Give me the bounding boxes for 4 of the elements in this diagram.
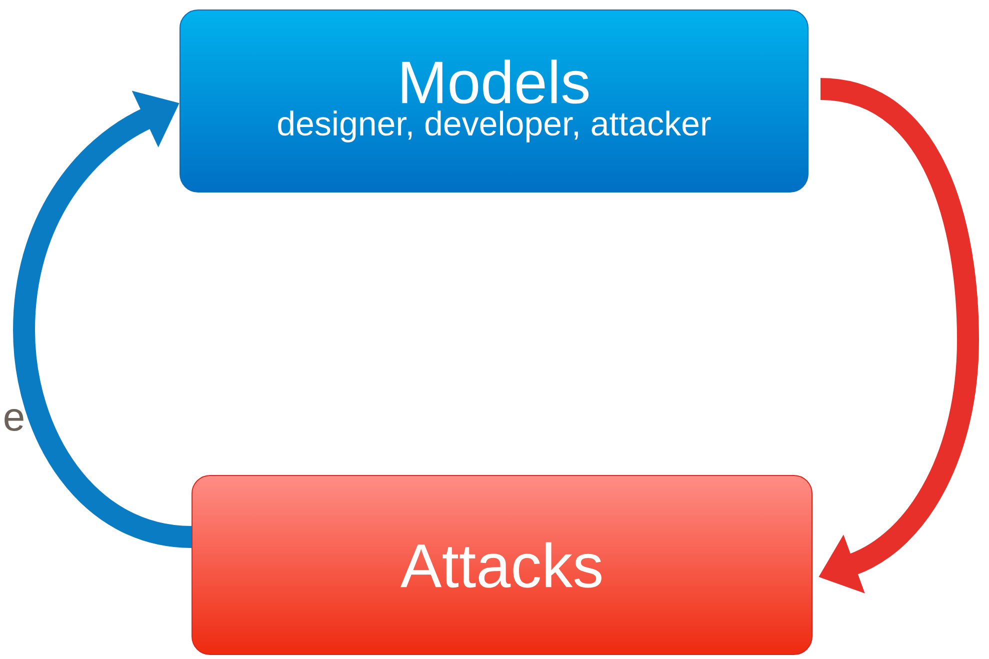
process-box: Attacks bbox=[192, 475, 812, 655]
arrow bbox=[13, 90, 192, 548]
note-text: e bbox=[4, 409, 24, 431]
process-box: Models designer, developer, attacker bbox=[180, 10, 808, 192]
